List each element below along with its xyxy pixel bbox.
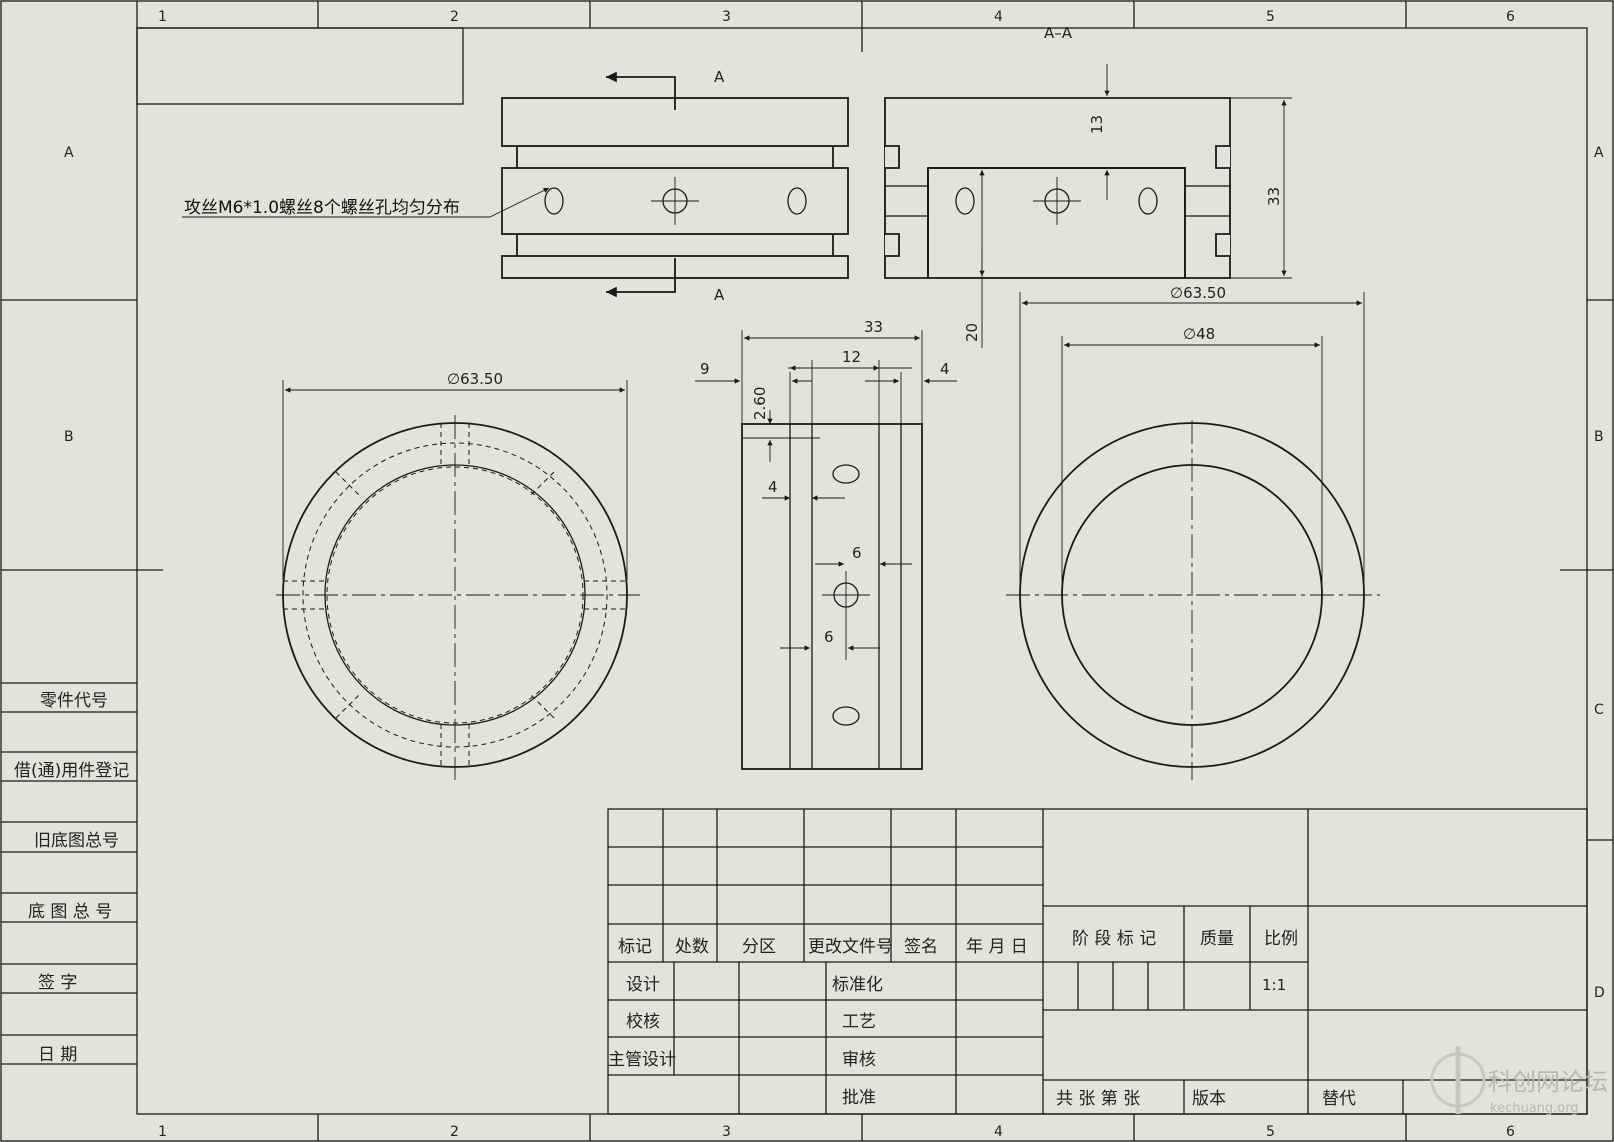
role-approve: 批准 (842, 1088, 876, 1108)
zone-col-6-top: 6 (1506, 9, 1515, 25)
mass-label: 质量 (1200, 929, 1234, 949)
side-view: 33 12 9 4 2.60 4 6 6 (695, 318, 957, 770)
scale-value: 1:1 (1262, 976, 1286, 994)
left-record-column: 零件代号 借(通)用件登记 旧底图总号 底 图 总 号 签 字 日 期 (1, 682, 137, 1065)
section-label: A–A (1044, 24, 1073, 42)
hdr-date: 年 月 日 (966, 937, 1028, 957)
watermark: 科创网论坛 kechuang.org (1430, 1046, 1608, 1116)
zone-col-2-bottom: 2 (450, 1124, 459, 1140)
zone-row-d-right: D (1594, 985, 1605, 1001)
thread-note: 攻丝M6*1.0螺丝8个螺丝孔均匀分布 (182, 187, 550, 218)
dim-side-depth: 2.60 (751, 387, 769, 420)
replace-label: 替代 (1322, 1089, 1356, 1109)
dim-side-width: 33 (864, 318, 883, 336)
zone-col-5-top: 5 (1266, 9, 1275, 25)
zone-col-5-bottom: 5 (1266, 1124, 1275, 1140)
hdr-change-doc: 更改文件号 (808, 937, 893, 957)
zone-row-a-left: A (64, 145, 74, 161)
dim-section-groove: 13 (1088, 115, 1106, 134)
zone-col-6-bottom: 6 (1506, 1124, 1515, 1140)
watermark-text: 科创网论坛 (1488, 1068, 1608, 1096)
dim-side-step: 4 (768, 478, 778, 496)
watermark-logo (1430, 1046, 1486, 1114)
zone-col-4-bottom: 4 (994, 1124, 1003, 1140)
dim-right-outer-diameter: ∅63.50 (1170, 284, 1226, 302)
zone-col-3-bottom: 3 (722, 1124, 731, 1140)
label-date: 日 期 (38, 1045, 77, 1065)
zone-labels: 1 2 3 4 5 6 1 2 3 4 5 6 A B A B C D (64, 9, 1605, 1140)
cut-label-top: A (714, 68, 725, 86)
zone-row-b-left: B (64, 429, 74, 445)
watermark-url: kechuang.org (1490, 1101, 1579, 1116)
zone-col-2-top: 2 (450, 9, 459, 25)
left-circular-view: ∅63.50 (276, 370, 640, 780)
hdr-sign: 签名 (904, 937, 938, 957)
zone-col-1-bottom: 1 (158, 1124, 167, 1140)
right-circular-view: ∅63.50 ∅48 (1006, 284, 1380, 780)
dim-hole-6a: 6 (852, 544, 862, 562)
zone-row-b-right: B (1594, 429, 1604, 445)
zone-row-a-right: A (1594, 145, 1604, 161)
stage-mark-label: 阶 段 标 记 (1072, 929, 1156, 949)
dim-left-diameter: ∅63.50 (447, 370, 503, 388)
scale-label: 比例 (1264, 929, 1298, 949)
label-borrowed-part: 借(通)用件登记 (14, 761, 129, 781)
section-view: A–A 33 13 20 (884, 24, 1292, 348)
title-block: 标记 处数 分区 更改文件号 签名 年 月 日 设计 校核 主管设计 标准化 工… (607, 808, 1588, 1115)
role-check: 校核 (626, 1012, 660, 1032)
dim-side-right: 4 (940, 360, 950, 378)
sheet-count-label: 共 张 第 张 (1056, 1089, 1140, 1109)
role-design: 设计 (626, 975, 660, 995)
label-old-drawing-no: 旧底图总号 (34, 831, 119, 851)
thread-note-text: 攻丝M6*1.0螺丝8个螺丝孔均匀分布 (184, 198, 460, 218)
label-part-code: 零件代号 (40, 691, 108, 711)
label-signature: 签 字 (38, 973, 77, 993)
zone-col-3-top: 3 (722, 9, 731, 25)
hdr-count: 处数 (675, 937, 709, 957)
zone-col-4-top: 4 (994, 9, 1003, 25)
hdr-mark: 标记 (618, 937, 652, 957)
zone-col-1-top: 1 (158, 9, 167, 25)
front-view: A A (501, 68, 849, 304)
zone-row-c-right: C (1594, 702, 1604, 718)
role-standard: 标准化 (832, 975, 883, 995)
dim-section-hole: 20 (963, 323, 981, 342)
dim-hole-6b: 6 (824, 628, 834, 646)
cut-label-bottom: A (714, 286, 725, 304)
version-label: 版本 (1192, 1089, 1226, 1109)
label-base-drawing-no: 底 图 总 号 (28, 902, 112, 922)
role-review: 审核 (842, 1050, 876, 1070)
hdr-zone: 分区 (742, 937, 776, 957)
role-chief-design: 主管设计 (608, 1050, 676, 1070)
dim-section-height: 33 (1265, 187, 1283, 206)
role-process: 工艺 (842, 1012, 876, 1032)
dim-side-mid: 12 (842, 348, 861, 366)
dim-right-inner-diameter: ∅48 (1183, 325, 1215, 343)
dim-side-left: 9 (700, 360, 710, 378)
